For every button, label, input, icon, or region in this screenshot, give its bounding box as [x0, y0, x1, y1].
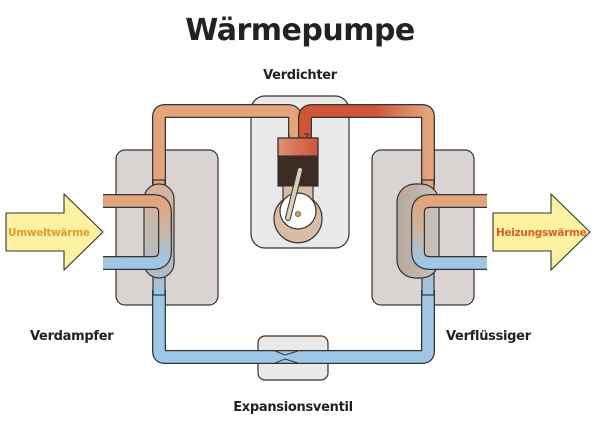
evaporator-coil-fill: [103, 195, 171, 269]
compressor-label: Verdichter: [263, 68, 338, 83]
condenser-label: Verflüssiger: [446, 329, 532, 344]
arrow-shape-in: [5, 193, 104, 271]
crank-pin: [295, 211, 301, 217]
condenser-coil-fill: [412, 195, 487, 269]
valve-throat-mask: [276, 352, 297, 362]
inlet-valve-mark: [286, 134, 292, 139]
compressor-mechanism: [273, 133, 323, 244]
crank-wheel: [279, 192, 317, 230]
suction-pipe-fill: [153, 105, 301, 185]
outlet-valve-mark: [304, 133, 310, 138]
expansion-valve-label: Expansionsventil: [233, 400, 353, 415]
connecting-rod: [286, 168, 302, 220]
cylinder-head: [277, 137, 319, 157]
heating-heat-label: Heizungswärme: [496, 227, 587, 239]
discharge-pipe-fill: [299, 105, 434, 185]
evaporator-label: Verdampfer: [30, 329, 114, 344]
valve-constriction: [274, 350, 299, 364]
arrow-shape-out: [492, 193, 591, 271]
heating-heat-arrow: Heizungswärme: [492, 193, 591, 271]
diagram-title: Wärmepumpe: [185, 13, 415, 48]
ambient-heat-arrow: Umweltwärme: [5, 193, 104, 271]
ambient-heat-label: Umweltwärme: [8, 227, 90, 239]
